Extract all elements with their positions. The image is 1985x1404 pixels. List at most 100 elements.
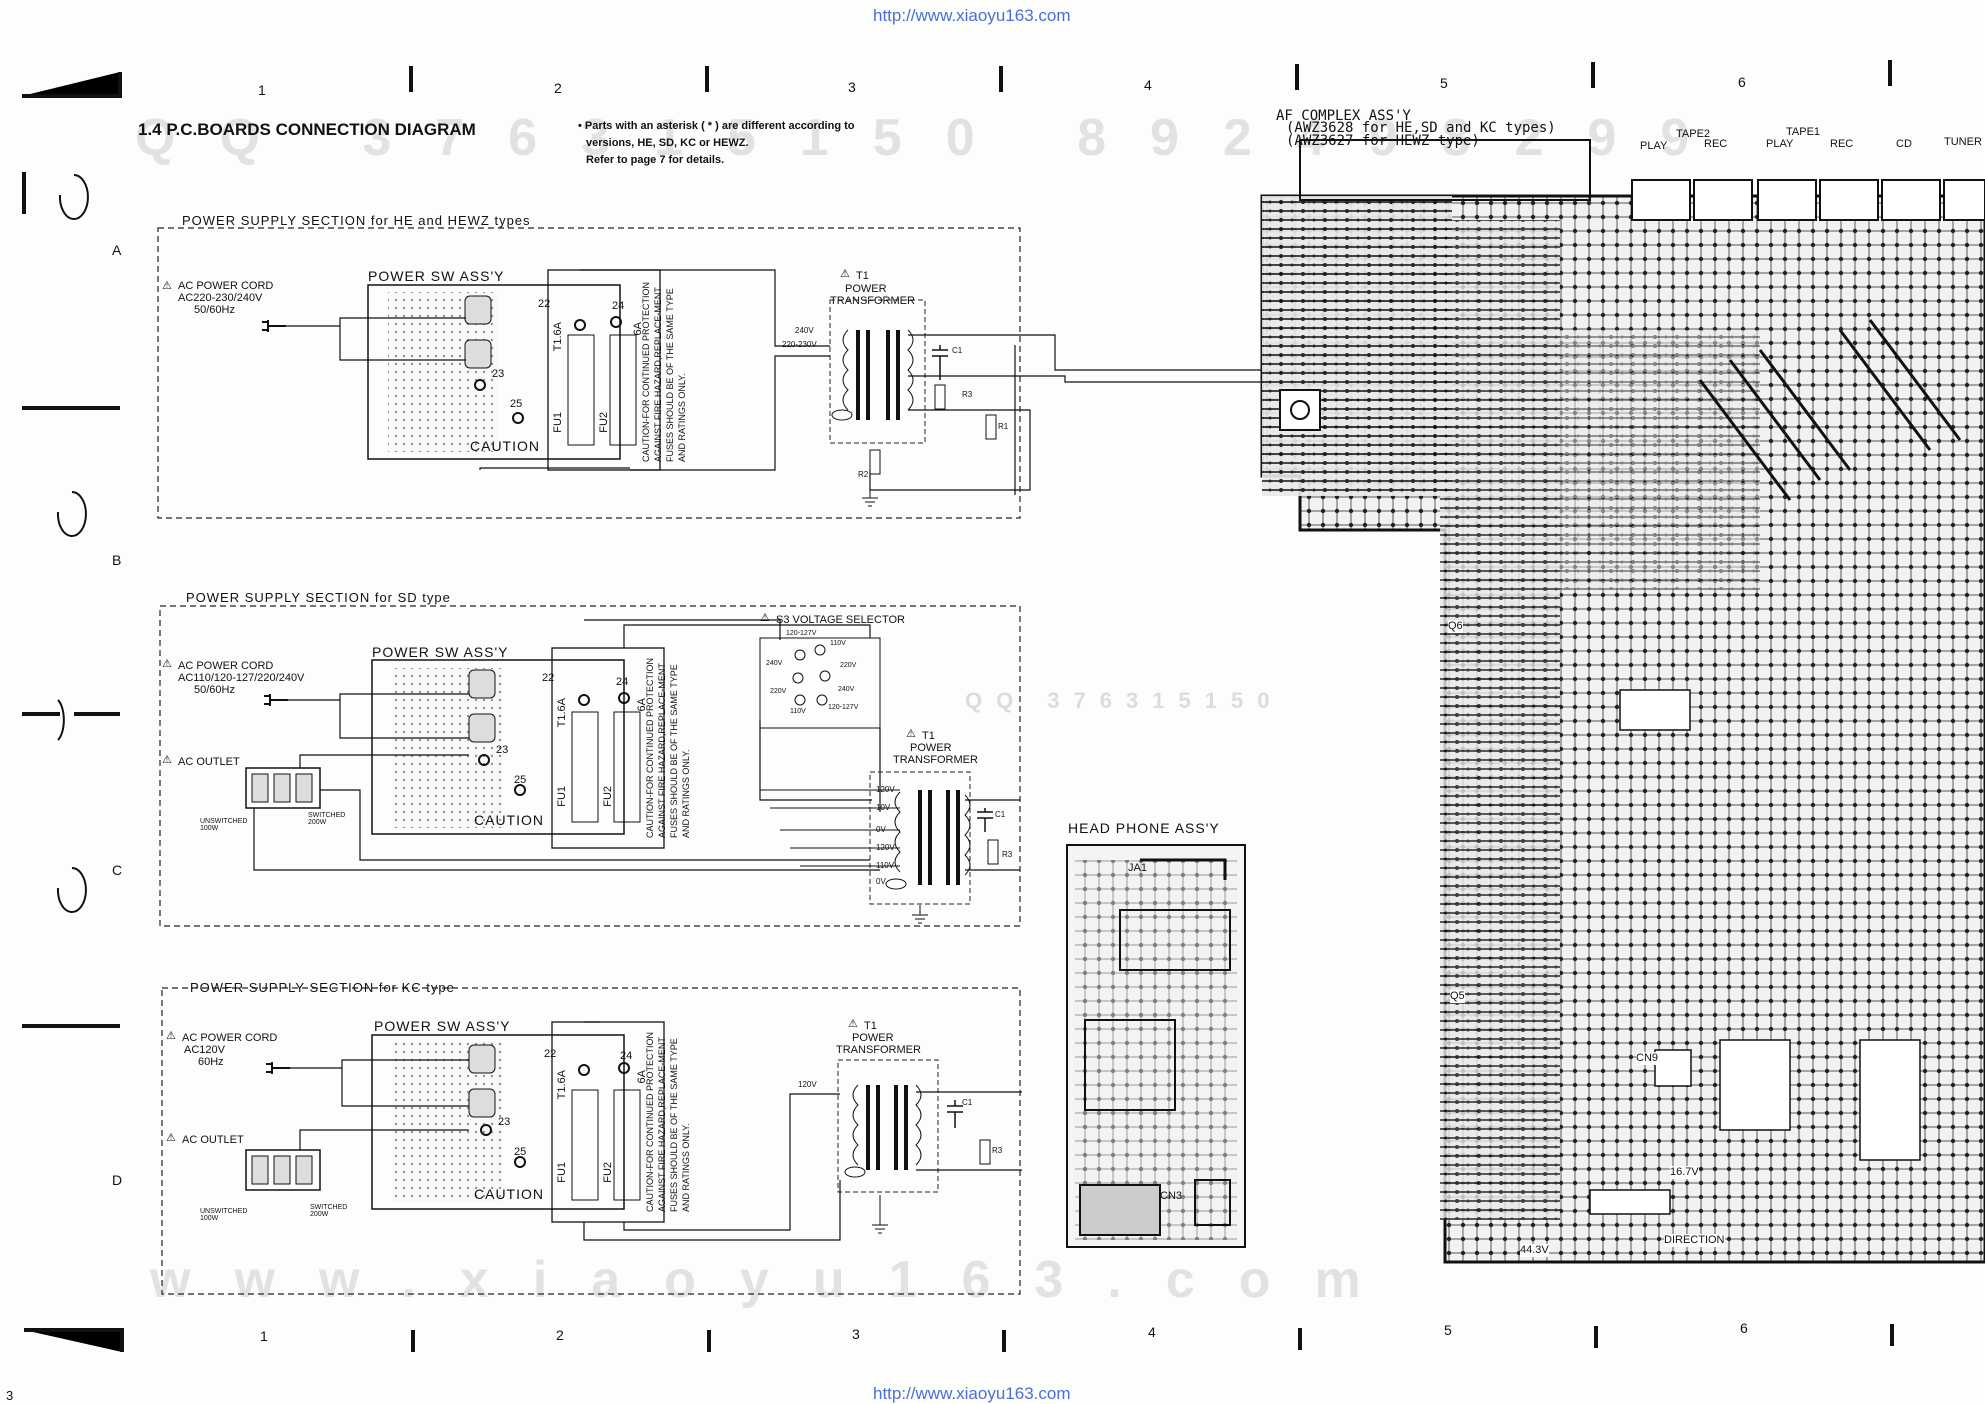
af-jack-label: PLAY [1766, 138, 1794, 150]
sd-unswitched: UNSWITCHED 100W [200, 818, 248, 832]
kc-t1-warning-icon: ⚠ [848, 1018, 858, 1030]
he-fuse1: T1.6A [552, 322, 564, 352]
he-transformer: POWER [845, 283, 887, 295]
sd-cord-warning-icon: ⚠ [162, 658, 172, 670]
grid-col-6: 6 [1738, 74, 1746, 90]
watermark-bottom: www.xiaoyu163.com [150, 1251, 1405, 1309]
af-jack-label: PLAY [1640, 140, 1668, 152]
grid-row-c: C [112, 862, 123, 878]
he-pin-23: 23 [492, 368, 505, 380]
kc-c1: C1 [962, 1098, 973, 1107]
he-pin-25: 25 [510, 398, 523, 410]
af-complex-line1: (AWZ3628 for HE,SD and KC types) [1286, 120, 1556, 136]
sd-pin-23: 23 [496, 744, 509, 756]
he-pin-24: 24 [612, 300, 625, 312]
grid-row-d: D [112, 1172, 123, 1188]
af-cn9: CN9 [1636, 1052, 1659, 1065]
he-tap-240: 240V [795, 326, 814, 335]
grid-col-5: 5 [1440, 75, 1448, 91]
he-pin-22: 22 [538, 298, 551, 310]
he-t1-warning-icon: ⚠ [840, 268, 850, 280]
he-caution-label: CAUTION [470, 438, 540, 454]
sd-sel-tap: 120-127V [786, 630, 817, 637]
kc-cord-freq: 60Hz [198, 1056, 224, 1068]
sd-selector: S3 VOLTAGE SELECTOR [776, 614, 905, 626]
sd-transformer-2: TRANSFORMER [893, 754, 978, 766]
af-jack-label: TUNER [1944, 136, 1982, 148]
grid-col-1-bottom: 1 [260, 1328, 268, 1344]
sd-r3: R3 [1002, 850, 1013, 859]
grid-col-5-bottom: 5 [1444, 1322, 1452, 1338]
kc-outlet-warning-icon: ⚠ [166, 1132, 176, 1144]
sd-outlet-warning-icon: ⚠ [162, 754, 172, 766]
kc-outlet: AC OUTLET [182, 1134, 244, 1146]
grid-col-3-bottom: 3 [852, 1326, 860, 1342]
grid-col-1: 1 [258, 82, 266, 98]
he-transformer-2: TRANSFORMER [830, 295, 915, 307]
section-he-title: POWER SUPPLY SECTION for HE and HEWZ typ… [182, 213, 531, 228]
sd-cord-label: AC POWER CORD [178, 660, 274, 672]
sd-t1-warning-icon: ⚠ [906, 728, 916, 740]
kc-fu1: FU1 [556, 1162, 568, 1183]
af-q6: Q6 [1448, 620, 1463, 633]
sd-tap: 110V [876, 861, 895, 870]
sd-sel-tap: 240V [838, 686, 855, 693]
kc-r3: R3 [992, 1146, 1003, 1155]
headphone-title: HEAD PHONE ASS'Y [1068, 820, 1220, 836]
sd-sel-tap: 240V [766, 660, 783, 667]
sd-switch-assy: POWER SW ASS'Y [372, 644, 509, 660]
af-complex-line2: (AWZ3627 for HEWZ type) [1286, 133, 1480, 149]
he-switch-assy: POWER SW ASS'Y [368, 268, 505, 284]
af-jack-label: REC [1704, 138, 1728, 150]
sd-selector-warning-icon: ⚠ [760, 612, 770, 624]
he-cord-warning-icon: ⚠ [162, 280, 172, 292]
kc-cord-voltage: AC120V [184, 1044, 225, 1056]
he-t1: T1 [856, 270, 869, 282]
sd-fu1: FU1 [556, 786, 568, 807]
kc-cord-warning-icon: ⚠ [166, 1030, 176, 1042]
bottom-url[interactable]: http://www.xiaoyu163.com [873, 1384, 1071, 1403]
he-r1: R1 [998, 422, 1009, 431]
kc-pin-25: 25 [514, 1146, 527, 1158]
sd-switched: SWITCHED 200W [308, 812, 346, 826]
sd-pin-24: 24 [616, 676, 629, 688]
he-cord-freq: 50/60Hz [194, 304, 235, 316]
af-direction: DIRECTION [1664, 1234, 1725, 1247]
kc-pin-24: 24 [620, 1050, 633, 1062]
af-jack-label: CD [1896, 138, 1912, 150]
sd-fu2: FU2 [602, 786, 614, 807]
watermark-middle: QQ 376315150 [965, 688, 1284, 713]
page-number: 3 [6, 1388, 14, 1403]
he-fu2: FU2 [598, 412, 610, 433]
watermark-top: QQ 376315150 892498299 [135, 109, 1734, 167]
note-line-1: • Parts with an asterisk ( * ) are diffe… [578, 120, 855, 132]
section-kc-title: POWER SUPPLY SECTION for KC type [190, 980, 455, 995]
he-cord-voltage: AC220-230/240V [178, 292, 263, 304]
kc-transformer-2: TRANSFORMER [836, 1044, 921, 1056]
af-tape2: TAPE2 [1676, 128, 1711, 140]
kc-fuse1: T1.6A [556, 1070, 568, 1100]
kc-pin-23: 23 [498, 1116, 511, 1128]
he-r2: R2 [858, 470, 869, 479]
sd-sel-tap: 220V [770, 688, 787, 695]
sd-cord-freq: 50/60Hz [194, 684, 235, 696]
grid-row-b: B [112, 552, 122, 568]
sd-tap: 120V [876, 785, 895, 794]
af-q5: Q5 [1450, 990, 1465, 1003]
sd-tap: 120V [876, 843, 895, 852]
kc-cord-label: AC POWER CORD [182, 1032, 278, 1044]
sd-caution-text: CAUTION-FOR CONTINUED PROTECTION AGAINST… [645, 658, 691, 838]
sd-sel-tap: 220V [840, 662, 857, 669]
sd-cord-voltage: AC110/120-127/220/240V [178, 672, 305, 684]
kc-switched: SWITCHED 200W [310, 1204, 348, 1218]
sd-pin-22: 22 [542, 672, 555, 684]
grid-col-3: 3 [848, 79, 856, 95]
grid-col-4: 4 [1144, 77, 1152, 93]
top-url[interactable]: http://www.xiaoyu163.com [873, 6, 1071, 25]
sd-sel-tap: 110V [830, 640, 846, 647]
section-sd-title: POWER SUPPLY SECTION for SD type [186, 590, 451, 605]
kc-pin-22: 22 [544, 1048, 557, 1060]
note-line-2: versions, HE, SD, KC or HEWZ. [586, 137, 749, 149]
sd-tap: 10V [876, 803, 891, 812]
